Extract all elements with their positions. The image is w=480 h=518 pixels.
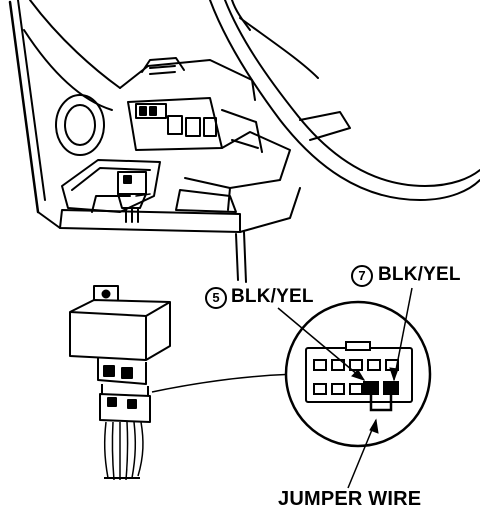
pin-5-color-label: BLK/YEL xyxy=(231,286,314,307)
cavity-4 xyxy=(367,359,381,371)
relay-unit xyxy=(69,285,297,481)
pin-5-number-badge: 5 xyxy=(205,287,227,309)
pin-7-color-label: BLK/YEL xyxy=(378,264,461,285)
pin-7-number-badge: 7 xyxy=(351,265,373,287)
callout-lines xyxy=(277,287,413,489)
cavity-2 xyxy=(331,359,345,371)
cavity-1 xyxy=(313,359,327,371)
cavity-6 xyxy=(313,383,327,395)
cavity-terminal-7 xyxy=(383,381,399,395)
cavity-terminal-5 xyxy=(363,381,379,395)
cavity-3 xyxy=(349,359,363,371)
cavity-8 xyxy=(349,383,363,395)
dashboard-illustration xyxy=(8,0,480,283)
cavity-7 xyxy=(331,383,345,395)
jumper-wire xyxy=(369,394,393,412)
jumper-wire-label: JUMPER WIRE xyxy=(278,488,422,510)
